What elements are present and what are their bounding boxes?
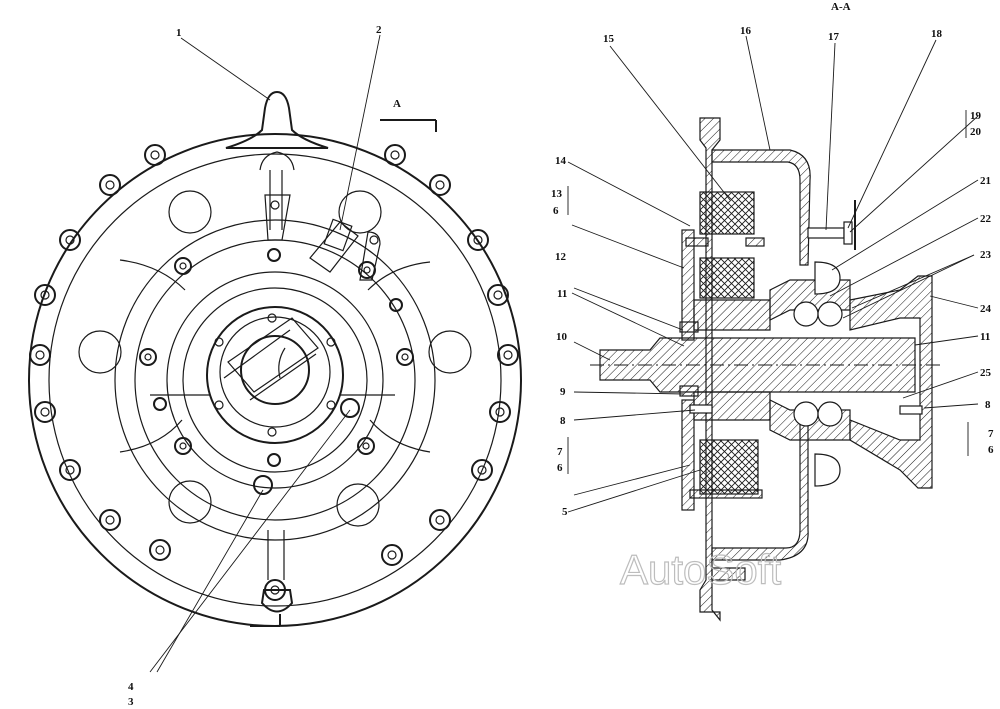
fitting-4	[340, 398, 360, 418]
label-11-b: 11	[980, 331, 990, 343]
rim-bolt-bosses	[29, 144, 519, 601]
label-14: 14	[555, 155, 567, 167]
label-9: 9	[560, 386, 566, 398]
label-6-a: 6	[553, 205, 559, 217]
label-23: 23	[980, 249, 992, 261]
housing-bottom-flange	[711, 567, 746, 581]
hub-body	[693, 299, 771, 331]
label-19: 19	[970, 110, 982, 122]
rim-inner	[48, 153, 502, 607]
end-flange	[849, 275, 933, 489]
housing	[711, 149, 811, 266]
flange-ring	[114, 219, 436, 541]
bearing-cap-lower	[814, 453, 841, 487]
top-lug	[225, 90, 329, 149]
label-1: 1	[176, 27, 182, 39]
front-view	[28, 90, 522, 627]
label-7-a: 7	[557, 446, 563, 458]
casting-windows	[78, 190, 472, 527]
hub-inner	[206, 306, 344, 444]
label-4: 4	[128, 681, 134, 693]
hub-ring-2	[182, 287, 368, 473]
label-11-a: 11	[557, 288, 567, 300]
label-8-a: 8	[560, 415, 566, 427]
plate-left-lower	[681, 399, 695, 511]
label-2: 2	[376, 24, 382, 36]
label-18: 18	[931, 28, 943, 40]
fitting-3	[253, 475, 273, 495]
label-10: 10	[556, 331, 568, 343]
seal-9	[679, 385, 699, 397]
shaft-bore	[240, 335, 310, 405]
bearing-cap-upper	[814, 261, 841, 295]
label-3: 3	[128, 696, 134, 708]
label-6-b: 6	[557, 462, 563, 474]
label-8-b: 8	[985, 399, 991, 411]
bolt-8-left	[689, 404, 713, 414]
hub-ring	[166, 271, 384, 489]
lever-assembly	[264, 194, 381, 281]
section-title: A-A	[831, 1, 851, 13]
bolt-18-head	[843, 221, 853, 245]
section-view	[590, 117, 940, 622]
label-7-b: 7	[988, 428, 994, 440]
outer-rim	[28, 133, 522, 627]
label-21: 21	[980, 175, 991, 187]
seal-12	[679, 321, 699, 333]
bearing-ball-lower-2	[817, 401, 843, 427]
shaft	[599, 337, 916, 393]
label-24: 24	[980, 303, 992, 315]
lug-neck	[259, 151, 295, 171]
rubber-element-bottom	[699, 439, 759, 495]
bottom-lug	[260, 589, 294, 613]
hub-strap-2	[223, 329, 317, 401]
bolt-8-right	[899, 405, 923, 415]
label-22: 22	[980, 213, 992, 225]
label-15: 15	[603, 33, 615, 45]
label-20: 20	[970, 126, 982, 138]
shaft-key	[278, 347, 286, 379]
rubber-element-upper	[699, 191, 755, 235]
bearing-ball-upper-2	[817, 301, 843, 327]
leader-lines	[149, 34, 979, 673]
bearing-ball-upper	[793, 301, 819, 327]
label-16: 16	[740, 25, 752, 37]
ring-upper-2	[745, 237, 765, 247]
label-13: 13	[551, 188, 563, 200]
label-12: 12	[555, 251, 567, 263]
ring-upper	[685, 237, 709, 247]
hub-bolts	[214, 313, 336, 437]
ring-lower	[689, 489, 763, 499]
watermark: AutoSoft	[620, 546, 781, 593]
bearing-ball-lower	[793, 401, 819, 427]
flange-ring-2	[134, 239, 416, 521]
label-5: 5	[562, 506, 568, 518]
hub-inner-2	[219, 316, 331, 428]
flange-bolts	[139, 248, 414, 467]
label-17: 17	[828, 31, 840, 43]
label-25: 25	[980, 367, 992, 379]
casting-ribs	[119, 170, 431, 580]
section-cut-marks	[250, 119, 437, 627]
label-6-c: 6	[988, 444, 994, 456]
hub-strap	[227, 317, 319, 393]
rubber-element-lower	[699, 257, 755, 299]
section-mark-a: A	[393, 98, 401, 110]
